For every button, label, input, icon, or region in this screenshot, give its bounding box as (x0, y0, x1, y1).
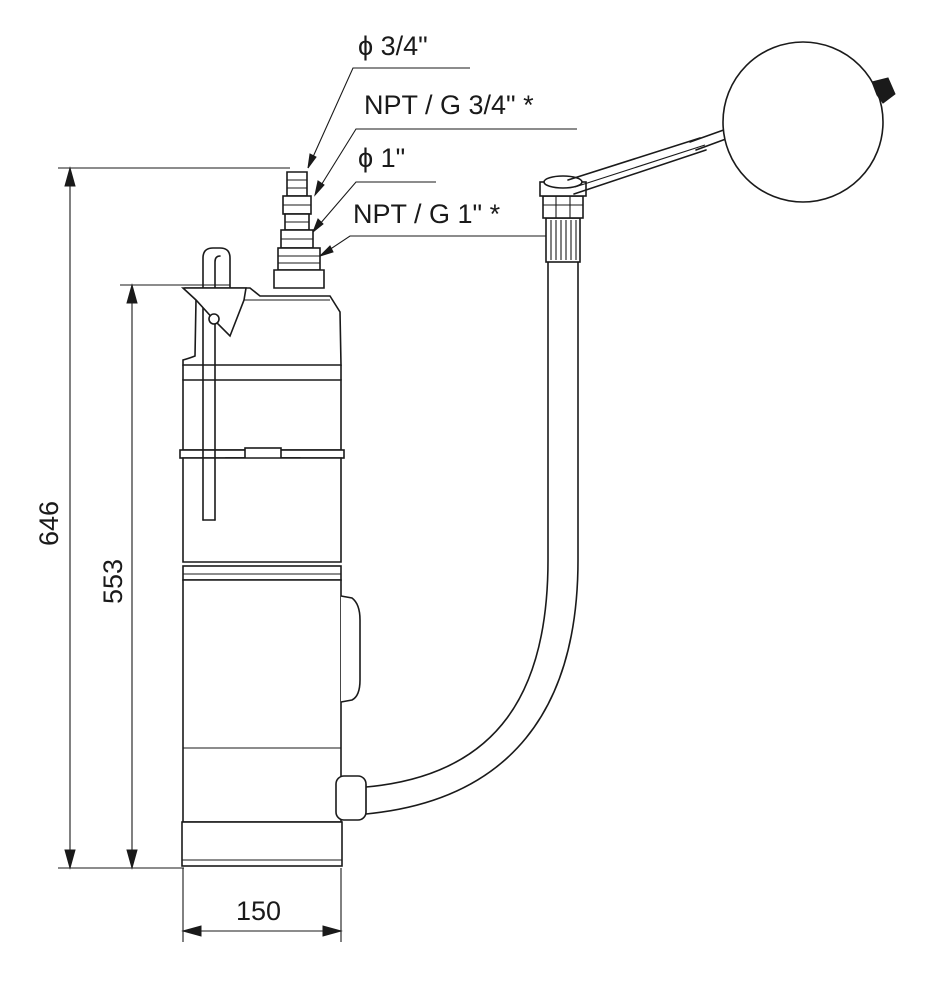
float-switch (539, 41, 896, 263)
label-outlet-small-thread: NPT / G 3/4" * (364, 90, 534, 120)
float-ball (722, 41, 884, 203)
label-outlet-large-diameter: ϕ 1" (358, 143, 405, 173)
label-overall-height: 646 (34, 501, 64, 546)
outlet-fittings (273, 171, 325, 289)
callout-outlet-small-thread: NPT / G 3/4" * (314, 90, 577, 197)
label-body-width: 150 (236, 896, 281, 926)
callout-outlet-small-diameter: ϕ 3/4" (307, 31, 470, 169)
callout-outlet-large-thread: NPT / G 1" * (319, 199, 548, 257)
label-body-height: 553 (98, 559, 128, 604)
label-outlet-small-diameter: ϕ 3/4" (358, 31, 428, 61)
callout-outlet-large-diameter: ϕ 1" (311, 143, 436, 234)
label-outlet-large-thread: NPT / G 1" * (353, 199, 501, 229)
float-hose (365, 261, 579, 815)
dimension-body-width: 150 (181, 868, 343, 942)
pump-handle (180, 247, 247, 521)
dimension-body-height: 553 (98, 283, 230, 870)
pump-body (179, 287, 367, 867)
